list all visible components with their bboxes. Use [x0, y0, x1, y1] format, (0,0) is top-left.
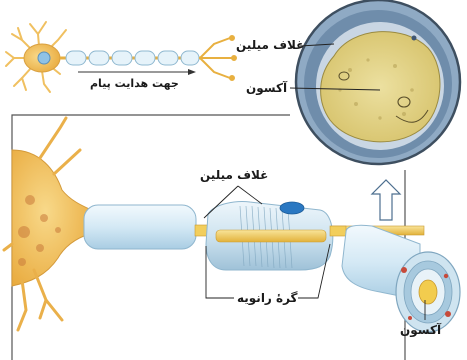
label-axon-end: آکسون	[400, 323, 441, 337]
label-message-direction: جهت هدایت پیام	[90, 77, 179, 91]
ranvier-node	[330, 226, 346, 236]
myelinated-axon	[84, 202, 460, 333]
label-myelin-sheath: غلاف میلین	[200, 168, 268, 182]
label-myelin-sheath-cross-section: غلاف میلین	[236, 38, 304, 52]
cross-section-magnified	[296, 0, 460, 164]
neuron-cell-body	[4, 118, 96, 330]
myelin-segment	[84, 205, 196, 249]
label-node-of-ranvier: گرهٔ رانویه	[237, 291, 298, 305]
magnify-arrow	[372, 180, 400, 220]
label-axon-cross-section: آکسون	[246, 81, 287, 95]
